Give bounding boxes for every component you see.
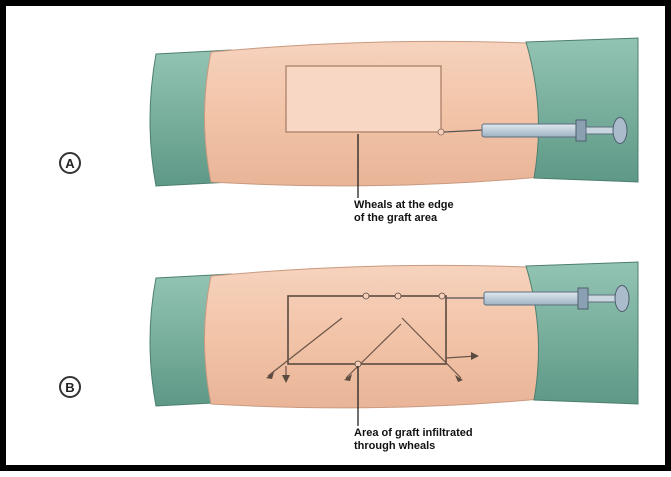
- panel-a-graft-area: [286, 66, 441, 132]
- panel-a-caption-line: Wheals at the edge: [354, 199, 454, 212]
- panel-a-right-drape: [526, 38, 638, 182]
- panel-b-wheal: [363, 293, 369, 299]
- panel-b-label-text: B: [65, 380, 74, 395]
- figure-illustration: [6, 6, 671, 477]
- panel-a-label: A: [59, 152, 81, 174]
- panel-b-wheal: [395, 293, 401, 299]
- panel-b-right-drape: [526, 262, 638, 404]
- panel-b-limb: [205, 265, 555, 408]
- panel-b-caption: Area of graft infiltrated through wheals: [354, 427, 473, 453]
- panel-a-wheal: [438, 129, 444, 135]
- panel-b-label: B: [59, 376, 81, 398]
- panel-b-illustration: [150, 262, 638, 426]
- panel-b-wheal: [439, 293, 445, 299]
- panel-a-illustration: [150, 38, 638, 198]
- panel-b-caption-line: Area of graft infiltrated: [354, 427, 473, 440]
- panel-a-caption-line: of the graft area: [354, 212, 454, 225]
- panel-b-caption-line: through wheals: [354, 440, 473, 453]
- panel-a-caption: Wheals at the edge of the graft area: [354, 199, 454, 225]
- panel-a-label-text: A: [65, 156, 74, 171]
